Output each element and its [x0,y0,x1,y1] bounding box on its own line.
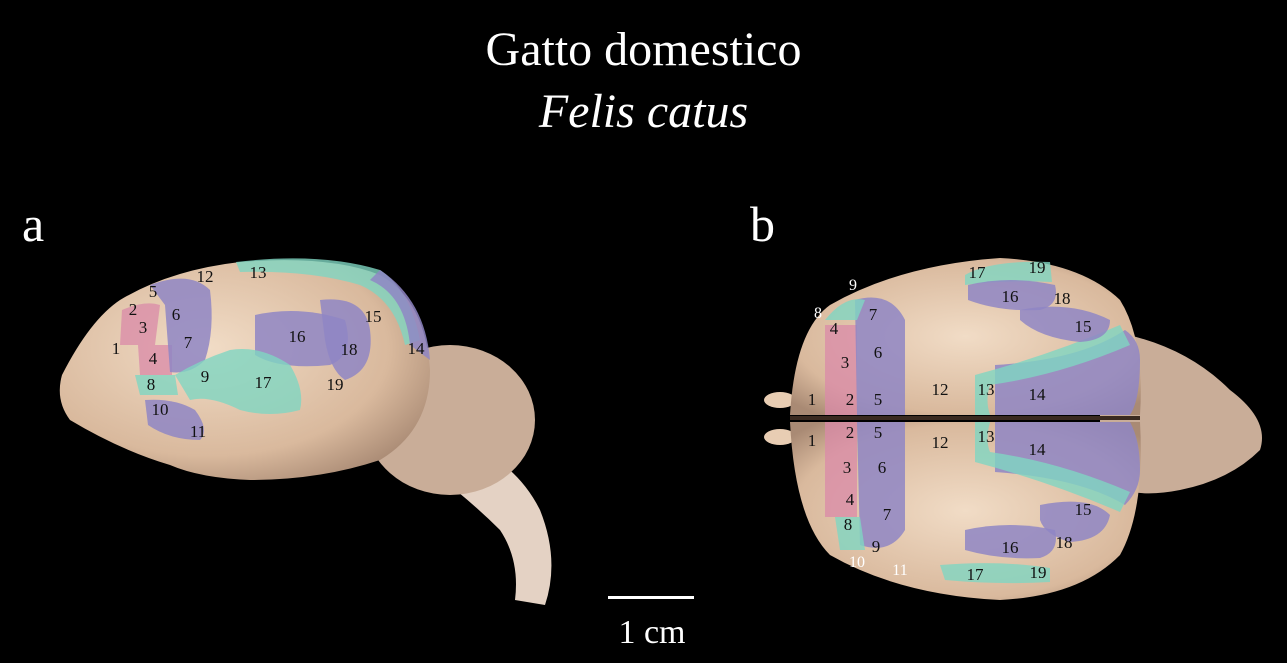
label-b-3-upper: 3 [841,353,850,372]
label-b-2-lower: 2 [846,423,855,442]
label-b-2-upper: 2 [846,390,855,409]
label-b-14-upper: 14 [1029,385,1047,404]
label-b-4-lower: 4 [846,490,855,509]
label-b-6-upper: 6 [874,343,883,362]
label-b-7-lower: 7 [883,505,892,524]
label-b-1-upper: 1 [808,390,817,409]
label-b-19-lower: 19 [1030,563,1047,582]
label-b-15-upper: 15 [1075,317,1092,336]
label-b-5-lower: 5 [874,423,883,442]
label-b-16-upper: 16 [1002,287,1019,306]
label-b-12-upper: 12 [932,380,949,399]
label-b-18-upper: 18 [1054,289,1071,308]
label-b-18-lower: 18 [1056,533,1073,552]
label-b-3-lower: 3 [843,458,852,477]
label-b-17-upper: 17 [969,263,987,282]
label-b-15-lower: 15 [1075,500,1092,519]
label-b-6-lower: 6 [878,458,887,477]
label-b-11-lower: 11 [892,562,907,579]
label-b-8-lower: 8 [844,515,853,534]
label-b-8-upper: 8 [814,305,822,322]
scale-bar-label: 1 cm [600,614,704,652]
label-b-9-upper: 9 [849,277,857,294]
label-b-13-lower: 13 [978,427,995,446]
scale-bar [608,596,694,599]
label-b-10-lower: 10 [849,554,865,571]
label-b-13-upper: 13 [978,380,995,399]
label-b-7-upper: 7 [869,305,878,324]
label-b-9-lower: 9 [872,537,881,556]
label-b-1-lower: 1 [808,431,817,450]
label-b-17-lower: 17 [967,565,985,584]
label-b-14-lower: 14 [1029,440,1047,459]
label-b-5-upper: 5 [874,390,883,409]
label-b-19-upper: 19 [1029,258,1046,277]
label-b-16-lower: 16 [1002,538,1019,557]
label-b-4-upper: 4 [830,319,839,338]
label-b-12-lower: 12 [932,433,949,452]
